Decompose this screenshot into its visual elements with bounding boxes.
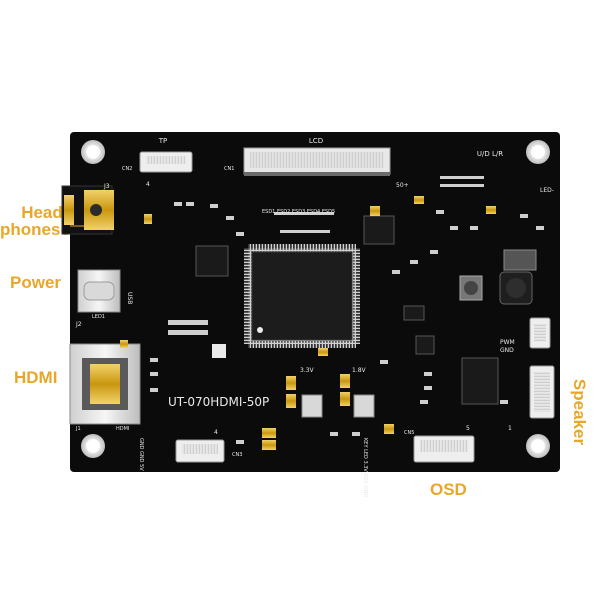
- side-connectors: [175, 317, 555, 463]
- num1-label: 1: [508, 425, 512, 432]
- small-chips: [195, 215, 499, 405]
- j3-label: J3: [103, 183, 110, 190]
- headphone-callout: Head phoneset: [0, 203, 76, 238]
- gnd-label: GND: [500, 347, 514, 354]
- tp-connector: [139, 151, 193, 173]
- esd-label: ESD1 ESD2 ESD3 ESD4 ESD5: [262, 209, 335, 215]
- hdmi-port-label: HDMI: [116, 426, 129, 432]
- j1-label: J1: [75, 426, 81, 432]
- cn1-label: CN1: [224, 166, 234, 172]
- bottom-pins-label: GND GND 5V: [138, 438, 144, 471]
- hdmi-callout: HDMI: [14, 368, 58, 387]
- num5-label: 5: [466, 425, 470, 432]
- mounting-holes: [81, 140, 550, 458]
- led-label: LED-: [540, 187, 554, 194]
- power-callout: Power: [10, 273, 62, 292]
- v18-label: 1.8V: [352, 367, 367, 374]
- fifty-plus-label: 50+: [396, 182, 409, 189]
- cn2-label: CN2: [122, 166, 132, 172]
- led1-label: LED1: [92, 314, 105, 320]
- num4b-label: 4: [214, 429, 218, 436]
- usb-label: USB: [126, 292, 133, 304]
- model-label: UT-070HDMI-50P: [168, 395, 269, 409]
- inductors: [301, 249, 537, 418]
- usb-power-connector: [77, 269, 121, 313]
- gold-capacitors: [120, 196, 496, 450]
- main-chip: [244, 244, 360, 348]
- tp-label: TP: [158, 137, 168, 145]
- cn5-label: CN5: [404, 430, 414, 436]
- smd-components: [150, 176, 544, 444]
- headphone-jack: [61, 185, 114, 235]
- j2-label: J2: [75, 321, 82, 328]
- pwm-label: PWM: [500, 339, 515, 346]
- lcd-connector: [243, 147, 391, 176]
- headphone-callout-line2: phoneset: [0, 220, 76, 239]
- headphone-callout-line1: Head: [21, 203, 63, 222]
- osd-callout: OSD: [430, 480, 467, 499]
- ud-lr-label: U/D L/R: [477, 150, 503, 158]
- cn3-label: CN3: [232, 452, 242, 458]
- num4a-label: 4: [146, 181, 150, 188]
- v33-label: 3.3V: [300, 367, 315, 374]
- osd-pins-label: KEY LED 3.3V ADC GND: [362, 438, 368, 497]
- hdmi-port: [69, 343, 141, 425]
- lcd-label: LCD: [309, 137, 323, 145]
